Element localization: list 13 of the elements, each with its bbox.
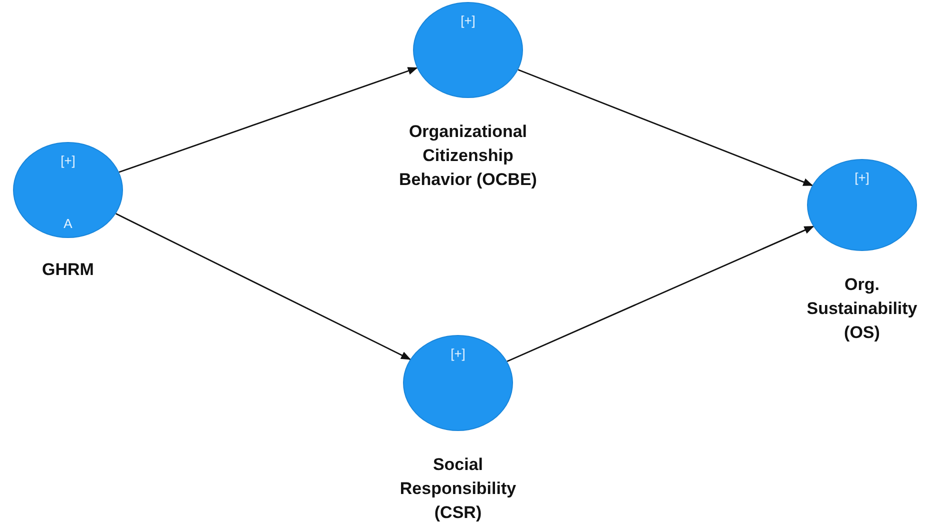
- construct-label: Organizational Citizenship Behavior (OCBE): [398, 121, 538, 191]
- construct-label: Social Responsibility (CSR): [398, 454, 518, 524]
- indicator-mark: [+]: [854, 170, 870, 185]
- arrow: [506, 226, 814, 362]
- construct-label: GHRM: [41, 259, 95, 281]
- arrow: [116, 213, 412, 360]
- construct-label: Org. Sustainability (OS): [806, 274, 918, 344]
- indicator-mark: [+]: [450, 346, 466, 361]
- arrow: [518, 69, 814, 186]
- arrow: [118, 67, 418, 173]
- indicator-mark: [+]: [60, 153, 76, 168]
- indicator-mark: [+]: [460, 13, 476, 28]
- mode-label: A: [62, 216, 74, 231]
